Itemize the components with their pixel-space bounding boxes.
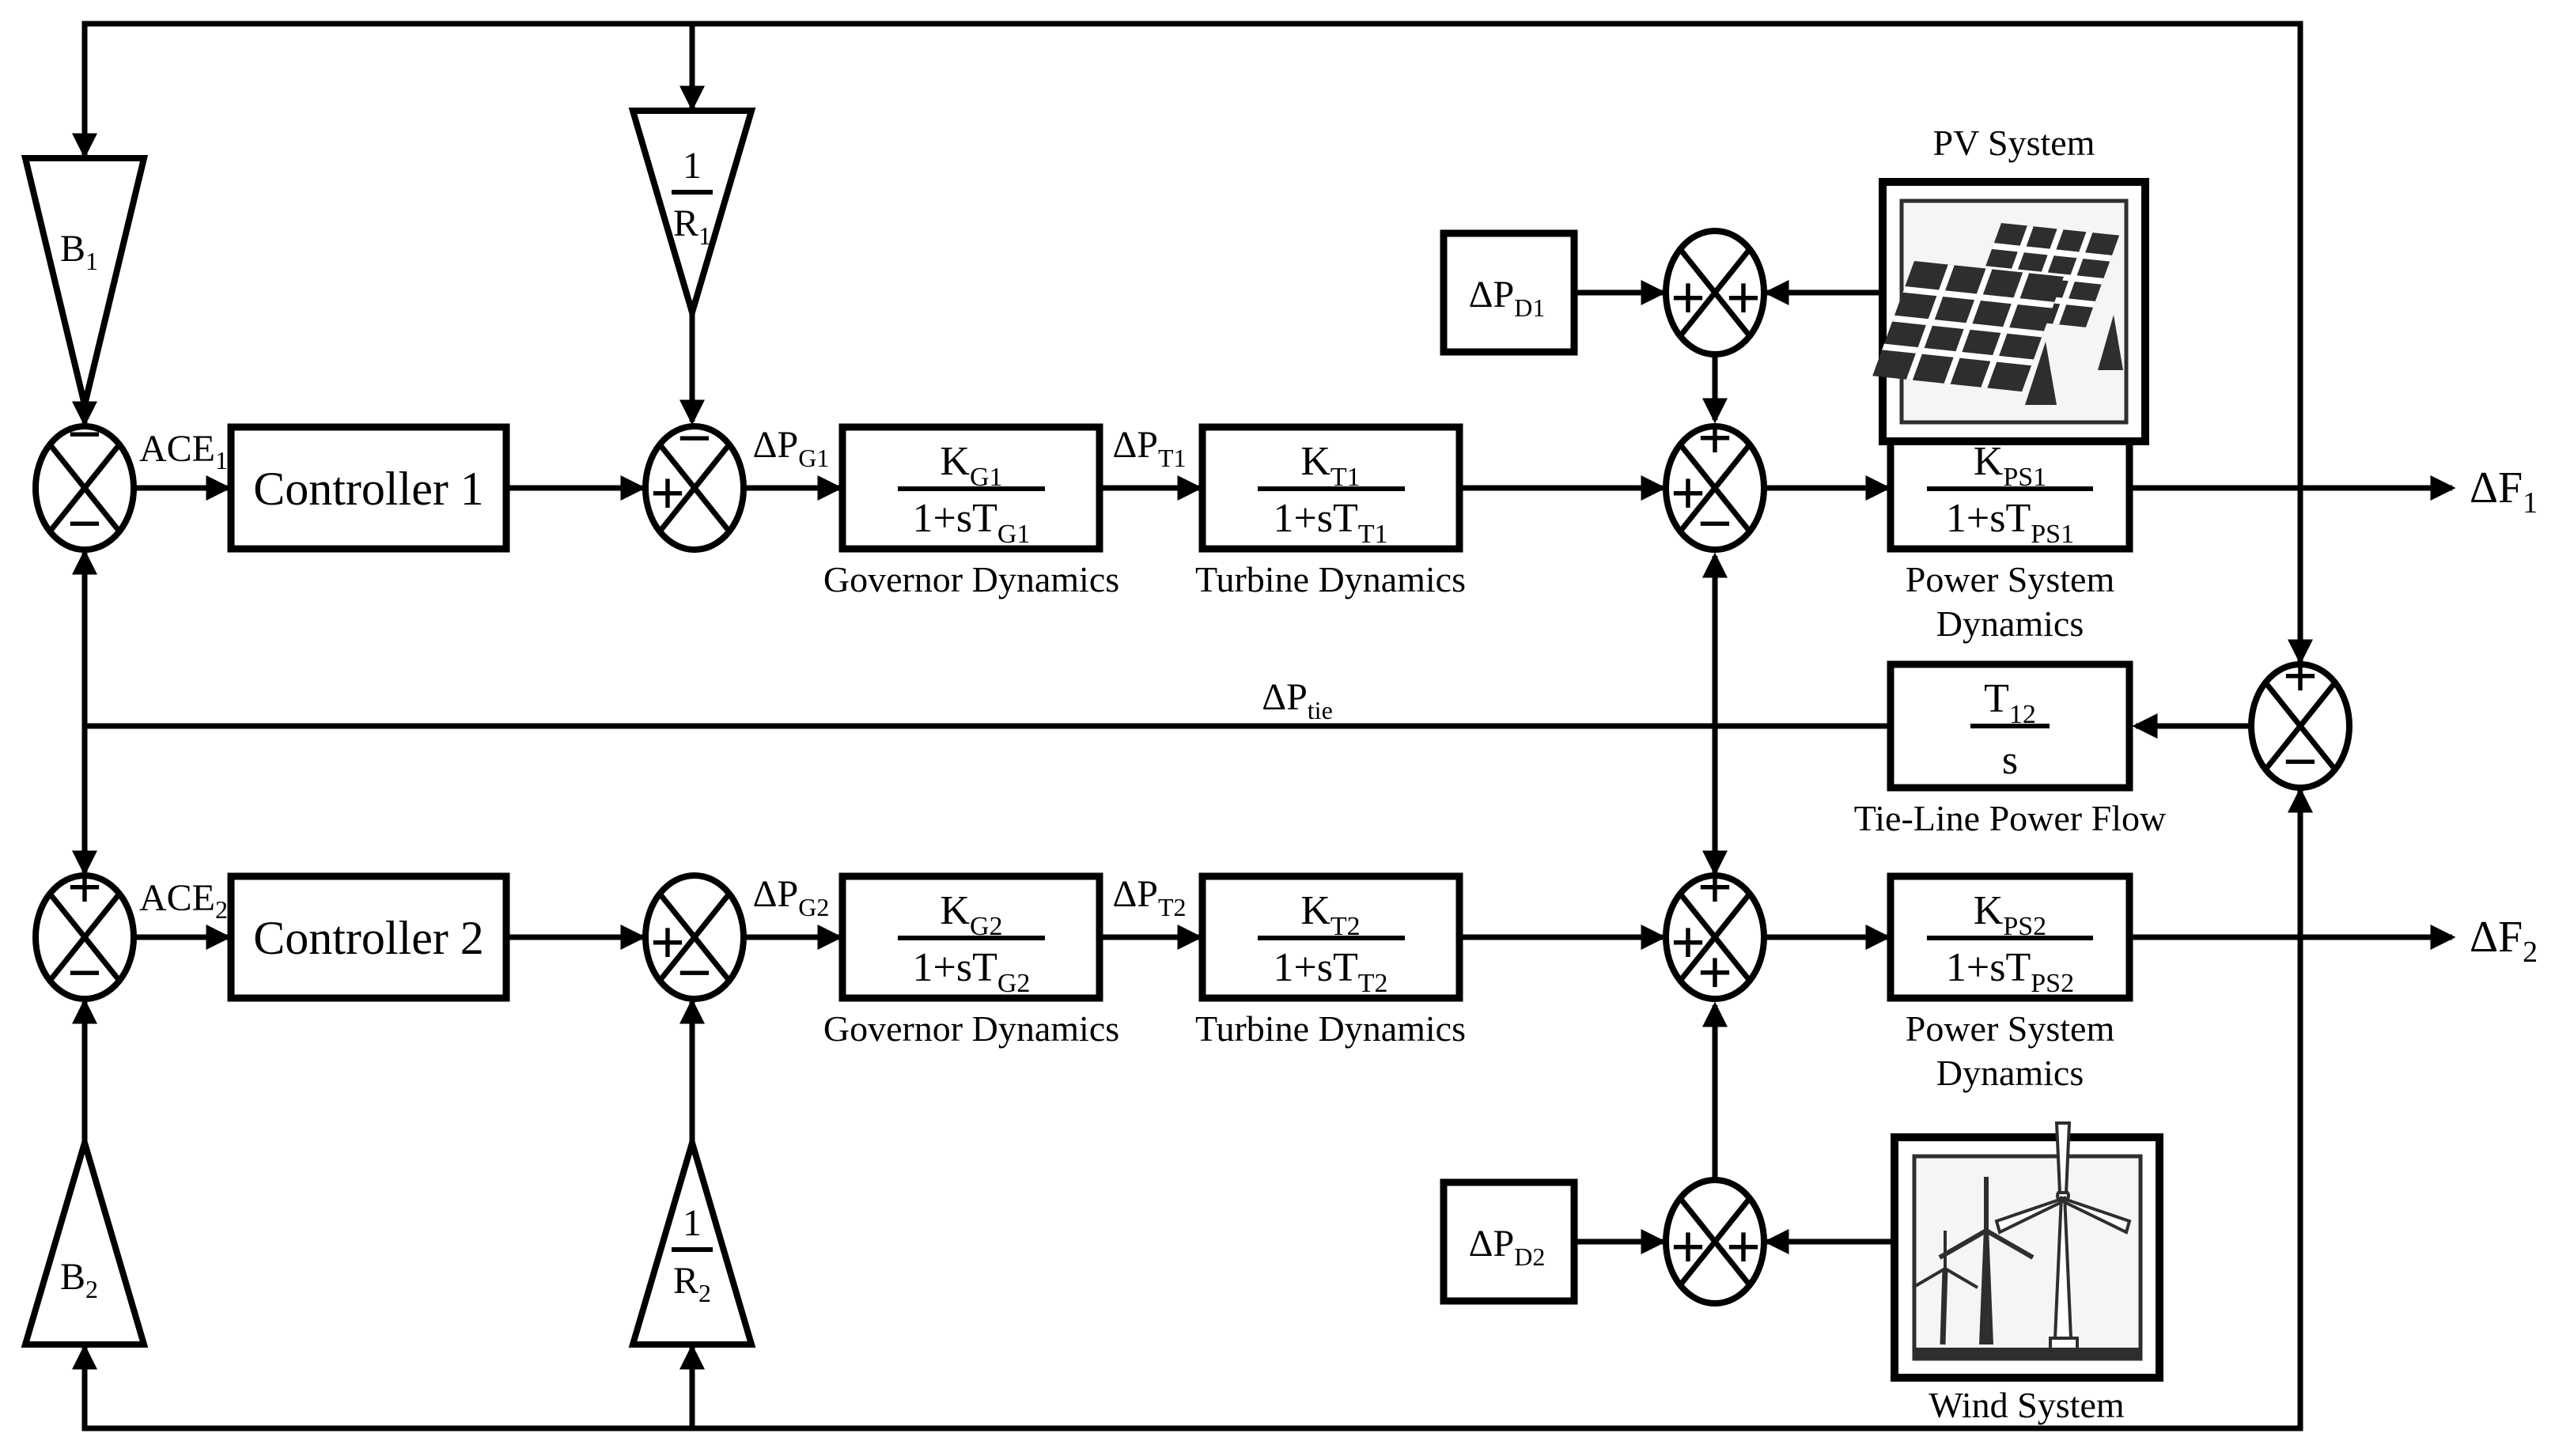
main2-summing-junction: + + + xyxy=(1663,853,1767,1007)
main2-sign-top: + xyxy=(1698,853,1732,921)
tieline-caption: Tie-Line Power Flow xyxy=(1854,798,2167,838)
main1-sign-left: + xyxy=(1671,459,1705,528)
sum2-sign-bottom: − xyxy=(677,938,712,1007)
governor2-numerator: KG2 xyxy=(940,888,1002,941)
powersys2-caption-line1: Power System xyxy=(1906,1008,2115,1049)
b1-label: B1 xyxy=(60,228,98,275)
governor1-caption: Governor Dynamics xyxy=(823,559,1119,599)
powersys2-caption-line2: Dynamics xyxy=(1936,1053,2084,1093)
bottom-feedback-line xyxy=(71,787,2314,1431)
turbine1-caption: Turbine Dynamics xyxy=(1195,559,1466,599)
sum2-summing-junction: + − xyxy=(642,872,747,1007)
dpt2-label: ΔPT2 xyxy=(1112,873,1186,921)
main2-sign-bottom: + xyxy=(1698,938,1732,1007)
sum2-sign-left: + xyxy=(650,908,685,977)
ace2-sign-top: + xyxy=(67,853,102,921)
ace2-label: ACE2 xyxy=(139,877,228,924)
ace2-sign-bottom: − xyxy=(67,938,102,1007)
b2-gain-triangle xyxy=(21,1131,149,1348)
pv-summing-junction: + + xyxy=(1663,228,1767,357)
pv-sign-left: + xyxy=(1671,263,1705,332)
turbine2-denominator: 1+sTT2 xyxy=(1273,945,1387,998)
turbine1-denominator: 1+sTT1 xyxy=(1273,496,1387,549)
ptie-label: ΔPtie xyxy=(1262,676,1333,724)
wind-turbine-icon xyxy=(1911,1121,2141,1359)
tie-summing-junction: + − xyxy=(2248,641,2352,796)
r1-numerator: 1 xyxy=(683,145,702,187)
powersys1-denominator: 1+sTPS1 xyxy=(1946,496,2074,549)
powersys2-denominator: 1+sTPS2 xyxy=(1946,945,2074,998)
r2-denominator: R2 xyxy=(673,1260,711,1307)
r1-gain-triangle xyxy=(628,108,756,324)
dpd2-label: ΔPD2 xyxy=(1469,1223,1546,1271)
pv-panel-leg-back xyxy=(2098,315,2123,370)
wind-system-label: Wind System xyxy=(1929,1385,2125,1425)
tieline-denominator: s xyxy=(2002,738,2018,783)
b2-label: B2 xyxy=(60,1256,98,1303)
pv-system-image xyxy=(1872,178,2149,445)
r2-gain-triangle xyxy=(628,1131,756,1348)
r2-numerator: 1 xyxy=(683,1202,702,1244)
governor2-caption: Governor Dynamics xyxy=(823,1008,1119,1049)
pv-system-label: PV System xyxy=(1933,123,2095,163)
dpd1-block xyxy=(1440,229,1578,356)
turbine2-numerator: KT2 xyxy=(1300,888,1360,941)
controller2-label: Controller 2 xyxy=(253,912,484,964)
powersys1-caption-line2: Dynamics xyxy=(1936,603,2084,644)
powersys1-caption-line1: Power System xyxy=(1906,559,2115,599)
pv-sign-right: + xyxy=(1726,263,1761,332)
main2-sign-left: + xyxy=(1671,908,1705,977)
top-feedback-line xyxy=(71,21,2314,665)
ace1-sign-bottom: − xyxy=(67,489,102,558)
controller1-block xyxy=(227,423,510,553)
ace2-summing-junction: + − xyxy=(32,853,137,1007)
tie-sign-top: + xyxy=(2283,641,2318,710)
pv-panel-icon xyxy=(1872,223,2123,405)
dpg2-label: ΔPG2 xyxy=(753,873,830,921)
governor2-denominator: 1+sTG2 xyxy=(913,945,1031,998)
df1-label: ΔF1 xyxy=(2470,463,2538,520)
sum1-summing-junction: − + xyxy=(642,403,747,553)
main1-summing-junction: + + − xyxy=(1663,403,1767,558)
main1-sign-bottom: − xyxy=(1698,489,1732,558)
wind-sign-right: + xyxy=(1726,1212,1761,1281)
ace1-summing-junction: − − xyxy=(32,399,137,558)
ace1-sign-top: − xyxy=(67,399,102,468)
b1-gain-triangle xyxy=(21,155,149,406)
r1-denominator: R1 xyxy=(673,202,711,250)
turbine2-caption: Turbine Dynamics xyxy=(1195,1008,1466,1049)
dpd1-label: ΔPD1 xyxy=(1469,274,1546,322)
dpg1-label: ΔPG1 xyxy=(753,424,830,472)
df2-label: ΔF2 xyxy=(2470,913,2538,969)
sum1-sign-top: − xyxy=(677,403,712,472)
wind-summing-junction: + + xyxy=(1663,1177,1767,1307)
dpt1-label: ΔPT1 xyxy=(1112,424,1186,472)
governor1-denominator: 1+sTG1 xyxy=(913,496,1031,549)
controller1-label: Controller 1 xyxy=(253,463,484,515)
wind-sign-left: + xyxy=(1671,1212,1705,1281)
wind-system-image xyxy=(1891,1121,2163,1382)
tie-sign-bottom: − xyxy=(2283,727,2318,796)
ace1-label: ACE1 xyxy=(139,428,228,475)
pv-panel-leg-front xyxy=(2025,342,2057,405)
sum1-sign-left: + xyxy=(650,459,685,528)
